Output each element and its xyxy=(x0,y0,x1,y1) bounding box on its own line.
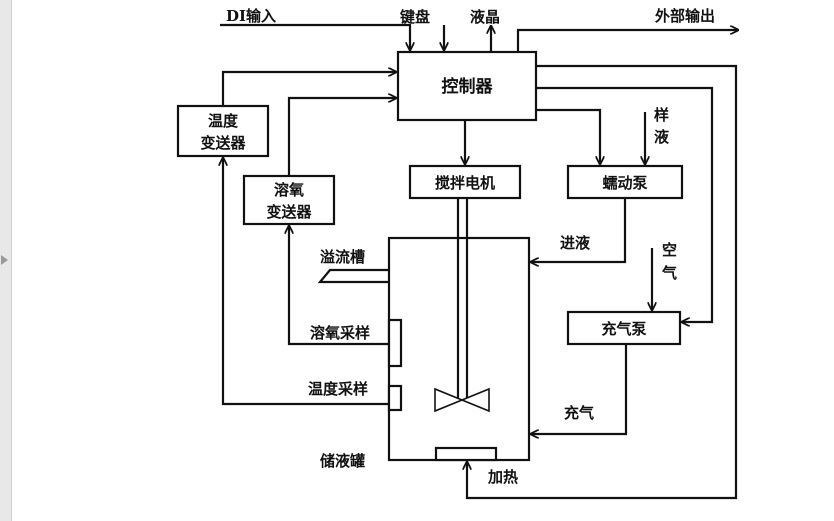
peristaltic-pump-label: 蠕动泵 xyxy=(602,174,647,192)
impeller xyxy=(434,387,490,413)
stirring-motor-box xyxy=(408,164,522,200)
controller-box xyxy=(396,50,538,122)
do-sampling-probe xyxy=(387,318,403,368)
overflow-tank-spout xyxy=(317,268,389,284)
expand-arrow-icon[interactable] xyxy=(1,255,8,265)
temp-sampling-probe xyxy=(387,384,403,412)
air-label-1: 空 xyxy=(662,241,677,259)
air-label-2: 气 xyxy=(661,264,677,282)
controller-to-aeration-pump-line xyxy=(536,86,714,322)
sample-liquid-label-2: 液 xyxy=(654,128,670,146)
do-transmitter-box xyxy=(242,174,336,226)
do-transmitter-line1: 溶氧 xyxy=(274,181,304,199)
controller-to-heater-line xyxy=(467,64,738,500)
temp-transmitter-line1: 温度 xyxy=(208,112,239,130)
peristaltic-pump-box xyxy=(566,164,684,200)
aeration-pump-box xyxy=(566,310,682,346)
do-sampling-label: 溶氧采样 xyxy=(310,324,370,342)
sample-liquid-label-1: 样 xyxy=(654,106,669,124)
aeration-pump-label: 充气泵 xyxy=(601,320,646,338)
overflow-tank-label: 溢流槽 xyxy=(320,248,365,266)
do-to-controller-line xyxy=(287,98,396,176)
temp-transmitter-line2: 变送器 xyxy=(200,134,246,152)
stirring-motor-label: 搅拌电机 xyxy=(435,174,495,192)
lcd-label: 液晶 xyxy=(470,8,500,26)
keyboard-label: 键盘 xyxy=(399,8,430,26)
temp-to-controller-line xyxy=(221,72,396,106)
do-sampling-to-transmitter-line xyxy=(289,226,389,346)
do-transmitter-line2: 变送器 xyxy=(266,203,312,221)
temp-sampling-label: 温度采样 xyxy=(308,380,368,398)
storage-tank-label: 储液罐 xyxy=(320,452,365,470)
external-output-line xyxy=(516,30,738,52)
controller-label: 控制器 xyxy=(442,76,494,97)
side-scroll-strip xyxy=(0,0,12,521)
liquid-inlet-label: 进液 xyxy=(560,234,591,252)
heating-label: 加热 xyxy=(487,468,518,486)
pump-to-tank-line xyxy=(531,198,627,262)
controller-to-pump-line xyxy=(536,108,600,164)
di-input-label: DI输入 xyxy=(226,7,276,25)
aeration-to-tank-line xyxy=(531,344,628,434)
heater-element xyxy=(434,446,498,462)
temp-sampling-to-transmitter-line xyxy=(223,158,389,406)
aeration-label: 充气 xyxy=(564,404,594,422)
external-output-label: 外部输出 xyxy=(654,7,715,25)
di-input-line xyxy=(220,23,410,50)
